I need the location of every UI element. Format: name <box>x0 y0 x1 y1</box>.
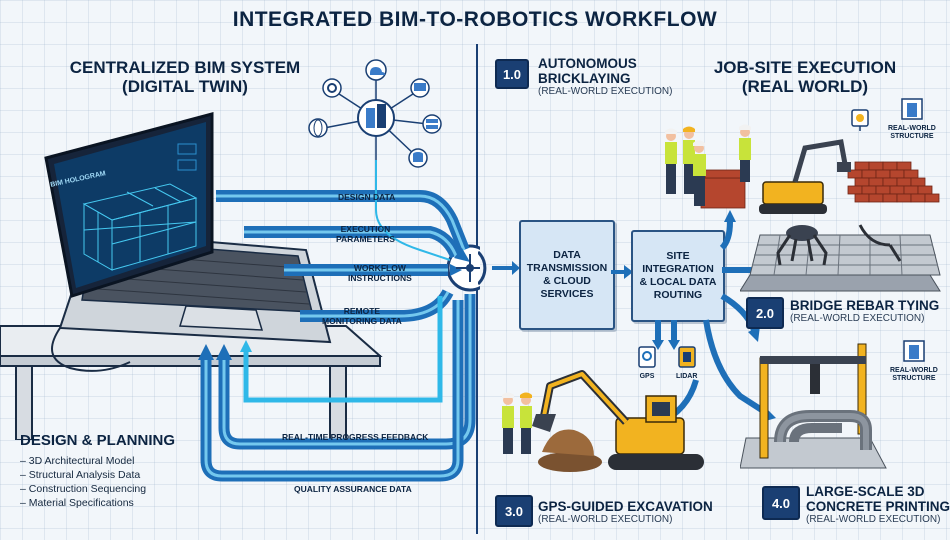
worker-icons <box>665 124 751 206</box>
flow-label-design-data: DESIGN DATA <box>338 192 396 202</box>
bricklaying-scene <box>665 124 940 214</box>
sensor-tag-icon <box>851 109 869 131</box>
lidar-sensor: LIDAR <box>676 346 697 381</box>
gear-icon <box>322 78 342 98</box>
step-number-3: 3.0 <box>495 495 533 527</box>
page-title: INTEGRATED BIM-TO-ROBOTICS WORKFLOW <box>232 8 718 31</box>
globe-icon <box>308 118 328 138</box>
step-number-2: 2.0 <box>746 297 784 329</box>
gps-icon <box>638 346 656 368</box>
list-item: – Construction Sequencing <box>20 483 147 495</box>
flow-label-progress-feedback: REAL-TIME PROGRESS FEEDBACK <box>282 432 429 442</box>
bim-system-heading: CENTRALIZED BIM SYSTEM (DIGITAL TWIN) <box>69 58 301 96</box>
step-title-excavation: GPS-GUIDED EXCAVATION (REAL-WORLD EXECUT… <box>538 499 713 525</box>
lidar-icon <box>677 346 696 368</box>
structure-badge-top: REAL-WORLD STRUCTURE <box>888 98 936 141</box>
step-number-1: 1.0 <box>495 59 529 89</box>
cloud-services-cluster <box>308 59 442 168</box>
flow-label-quality-assurance: QUALITY ASSURANCE DATA <box>294 484 412 494</box>
gps-sensor: GPS <box>638 346 656 381</box>
building-icon <box>903 340 925 362</box>
job-site-heading: JOB-SITE EXECUTION (REAL WORLD) <box>713 58 897 96</box>
step-title-bricklaying: AUTONOMOUS BRICKLAYING (REAL-WORLD EXECU… <box>538 56 673 97</box>
data-flow-arrows <box>198 160 480 482</box>
structure-badge-bottom: REAL-WORLD STRUCTURE <box>890 340 938 383</box>
hub-arrow-right <box>478 250 520 286</box>
step-number-4: 4.0 <box>762 486 800 520</box>
list-item: – Material Specifications <box>20 497 134 509</box>
excavation-scene <box>502 370 704 472</box>
concrete-printing-scene <box>740 343 887 469</box>
design-planning-panel: DESIGN & PLANNING – 3D Architectural Mod… <box>20 432 175 510</box>
laptop-workstation <box>0 112 383 440</box>
rebar-tying-scene <box>740 224 941 292</box>
design-planning-title: DESIGN & PLANNING <box>20 432 176 449</box>
list-item: – Structural Analysis Data <box>20 469 141 481</box>
step-title-concrete-printing: LARGE-SCALE 3D CONCRETE PRINTING (REAL-W… <box>806 484 950 525</box>
building-icon <box>901 98 923 120</box>
box-connector-arrow <box>611 265 633 279</box>
step-title-rebar-tying: BRIDGE REBAR TYING (REAL-WORLD EXECUTION… <box>790 298 940 324</box>
list-item: – 3D Architectural Model <box>20 455 135 467</box>
